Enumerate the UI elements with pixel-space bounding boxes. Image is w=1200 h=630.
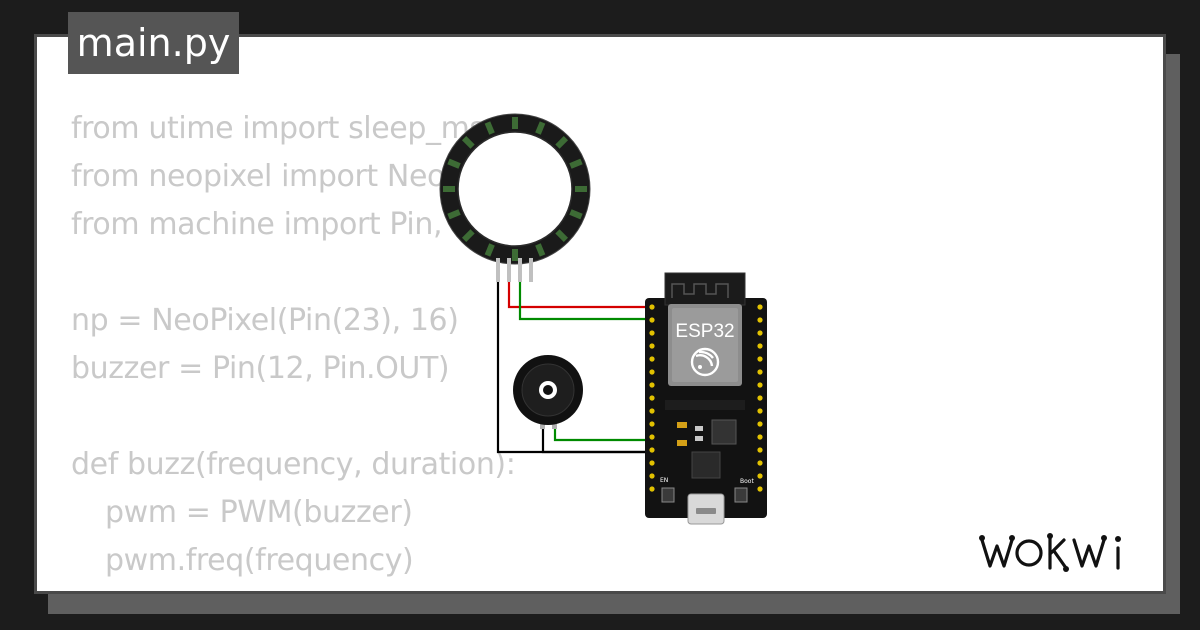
header-pin[interactable] — [757, 460, 763, 466]
header-pin[interactable] — [649, 356, 655, 362]
ring-led — [447, 209, 461, 220]
header-pin[interactable] — [757, 304, 763, 310]
code-line: np = NeoPixel(Pin(23), 16) — [71, 303, 459, 338]
code-line: pwm.freq(frequency) — [105, 543, 414, 578]
header-pin[interactable] — [649, 473, 655, 479]
ring-led — [535, 121, 546, 135]
code-line: from utime import sleep_ms — [71, 111, 485, 146]
ring-led — [512, 117, 518, 129]
wire-buzzer-gnd — [541, 425, 650, 454]
ring-led — [575, 186, 587, 192]
svg-text:Boot: Boot — [740, 478, 754, 485]
espressif-logo-icon — [690, 347, 720, 377]
code-line: pwm = PWM(buzzer) — [105, 495, 413, 530]
header-pin[interactable] — [757, 317, 763, 323]
file-tab[interactable]: main.py — [68, 12, 239, 74]
code-line: def buzz(frequency, duration): — [71, 447, 516, 482]
ring-led — [484, 121, 495, 135]
code-line: buzzer = Pin(12, Pin.OUT) — [71, 351, 450, 386]
ring-led — [447, 158, 461, 169]
ring-led — [443, 186, 455, 192]
header-pin[interactable] — [649, 408, 655, 414]
ring-led — [569, 209, 583, 220]
file-tab-label: main.py — [76, 21, 231, 65]
header-pin[interactable] — [757, 447, 763, 453]
ring-led — [484, 243, 495, 257]
wire-buzzer-sig — [553, 425, 650, 442]
header-pin[interactable] — [649, 304, 655, 310]
header-pin[interactable] — [649, 434, 655, 440]
ring-led — [555, 229, 569, 243]
header-pin[interactable] — [649, 382, 655, 388]
ring-led — [461, 135, 475, 149]
header-pin[interactable] — [649, 343, 655, 349]
header-pin[interactable] — [757, 473, 763, 479]
header-pin[interactable] — [757, 343, 763, 349]
ring-led — [535, 243, 546, 257]
header-pins-right[interactable] — [757, 304, 763, 492]
header-pin[interactable] — [649, 486, 655, 492]
header-pin[interactable] — [649, 317, 655, 323]
header-pin[interactable] — [757, 395, 763, 401]
header-pin[interactable] — [757, 408, 763, 414]
header-pin[interactable] — [757, 369, 763, 375]
neopixel-ring[interactable] — [439, 113, 591, 282]
header-pin[interactable] — [649, 369, 655, 375]
header-pin[interactable] — [649, 447, 655, 453]
header-pin[interactable] — [649, 330, 655, 336]
svg-text:EN: EN — [660, 477, 668, 484]
header-pin[interactable] — [757, 434, 763, 440]
header-pin[interactable] — [757, 486, 763, 492]
header-pins-left[interactable] — [649, 304, 655, 492]
board-label: ESP32 — [675, 321, 734, 342]
wire-vcc-ring — [507, 282, 650, 309]
header-pin[interactable] — [757, 421, 763, 427]
esp32-board[interactable]: ESP32 Boot EN — [645, 272, 767, 525]
buzzer[interactable] — [513, 355, 583, 429]
ring-led — [461, 229, 475, 243]
wokwi-logo[interactable] — [978, 528, 1150, 576]
ring-led — [555, 135, 569, 149]
ring-led — [569, 158, 583, 169]
header-pin[interactable] — [757, 330, 763, 336]
header-pin[interactable] — [649, 460, 655, 466]
header-pin[interactable] — [649, 421, 655, 427]
ring-led — [512, 249, 518, 261]
header-pin[interactable] — [757, 356, 763, 362]
header-pin[interactable] — [649, 395, 655, 401]
header-pin[interactable] — [757, 382, 763, 388]
